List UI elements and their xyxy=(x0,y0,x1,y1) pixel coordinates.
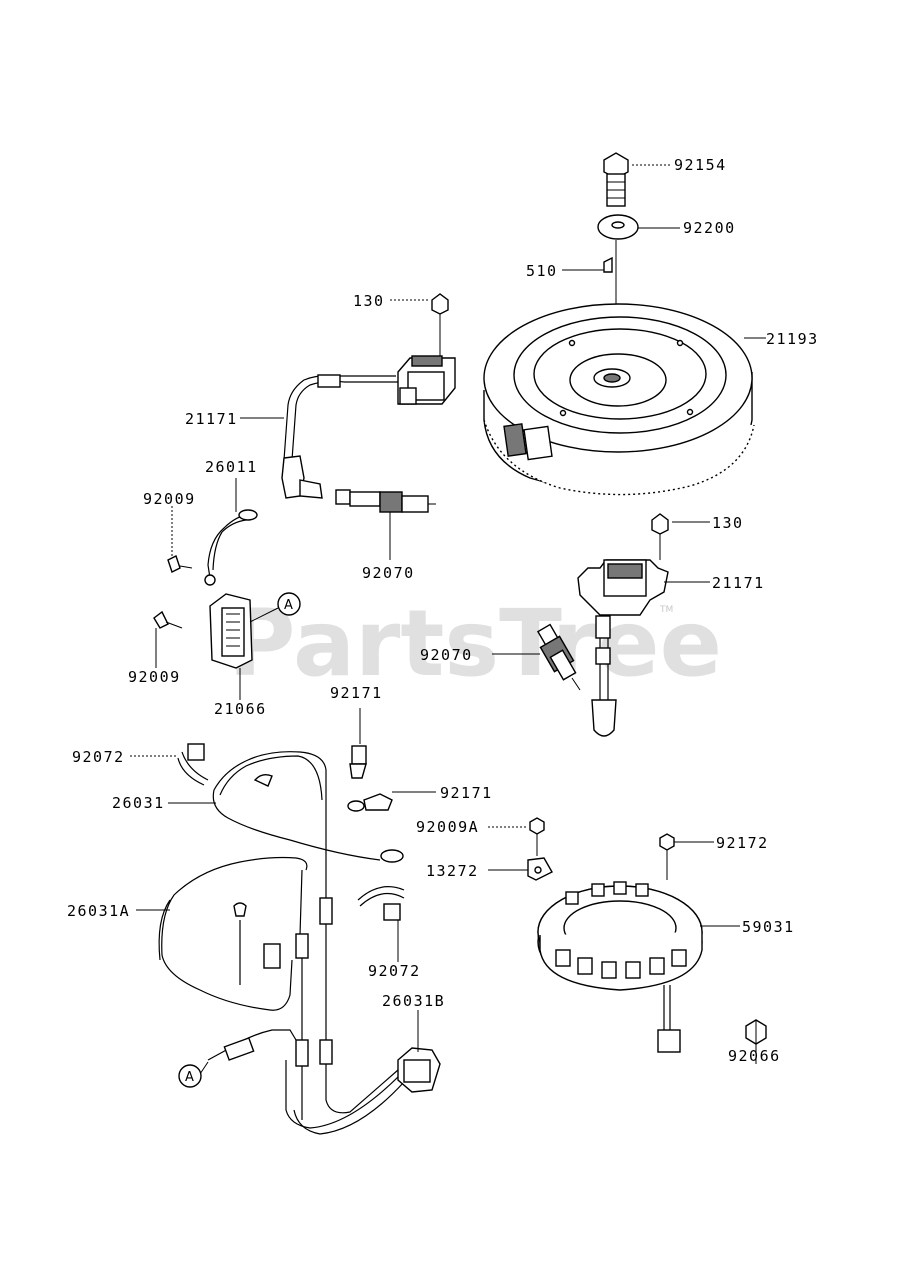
label-26031a[interactable]: 26031A xyxy=(67,902,130,920)
label-13272[interactable]: 13272 xyxy=(426,862,479,880)
label-92009-upper[interactable]: 92009 xyxy=(143,490,196,508)
label-92009-lower[interactable]: 92009 xyxy=(128,668,181,686)
label-26031[interactable]: 26031 xyxy=(112,794,165,812)
ignition-coil-left-drawing xyxy=(281,293,456,499)
label-92072-low[interactable]: 92072 xyxy=(368,962,421,980)
label-92172[interactable]: 92172 xyxy=(716,834,769,852)
ground-lead-26011-drawing xyxy=(167,509,258,586)
terminal-92072-top-drawing xyxy=(177,743,209,786)
reference-circle-a-upper xyxy=(277,592,301,616)
label-21171-right[interactable]: 21171 xyxy=(712,574,765,592)
key-510-drawing xyxy=(603,256,613,273)
label-130-top[interactable]: 130 xyxy=(353,292,385,310)
label-59031[interactable]: 59031 xyxy=(742,918,795,936)
label-26031b[interactable]: 26031B xyxy=(382,992,445,1010)
watermark-text: PartsTree xyxy=(228,590,722,697)
terminal-92171-top-drawing xyxy=(349,745,367,779)
label-92200[interactable]: 92200 xyxy=(683,219,736,237)
ignition-coil-right-drawing xyxy=(577,513,669,737)
label-92066[interactable]: 92066 xyxy=(728,1047,781,1065)
part-labels: 92154 92200 510 130 21193 21171 26011 92… xyxy=(67,156,819,1065)
reference-circle-a-lower xyxy=(178,1064,202,1088)
label-21193[interactable]: 21193 xyxy=(766,330,819,348)
bracket-13272-drawing xyxy=(527,817,553,881)
label-26011[interactable]: 26011 xyxy=(205,458,258,476)
washer-92200-drawing xyxy=(597,214,639,240)
leader-lines xyxy=(130,164,766,1075)
label-21171-left[interactable]: 21171 xyxy=(185,410,238,428)
label-92171-top[interactable]: 92171 xyxy=(330,684,383,702)
label-92070-left[interactable]: 92070 xyxy=(362,564,415,582)
label-92154[interactable]: 92154 xyxy=(674,156,727,174)
label-92171-mid[interactable]: 92171 xyxy=(440,784,493,802)
terminal-92072-low-drawing xyxy=(357,886,405,921)
label-130-right[interactable]: 130 xyxy=(712,514,744,532)
label-21066[interactable]: 21066 xyxy=(214,700,267,718)
spark-plug-left-drawing xyxy=(335,489,436,513)
spark-plug-right-drawing xyxy=(536,623,581,691)
screw-92009-lower-drawing xyxy=(153,610,183,629)
label-92009a[interactable]: 92009A xyxy=(416,818,479,836)
reference-mark-a-lower: A xyxy=(185,1070,194,1085)
label-510[interactable]: 510 xyxy=(526,262,558,280)
stator-59031-drawing xyxy=(537,833,703,1053)
label-92072-top[interactable]: 92072 xyxy=(72,748,125,766)
terminal-92171-mid-drawing xyxy=(347,793,393,812)
watermark-trademark: TM xyxy=(659,605,673,615)
bolt-92154-drawing xyxy=(603,152,629,207)
flywheel-21193-drawing xyxy=(483,303,755,496)
label-92070-right[interactable]: 92070 xyxy=(420,646,473,664)
wiring-harness-drawing xyxy=(158,751,441,1135)
module-21066-drawing xyxy=(209,593,253,669)
reference-mark-a-upper: A xyxy=(284,598,293,613)
